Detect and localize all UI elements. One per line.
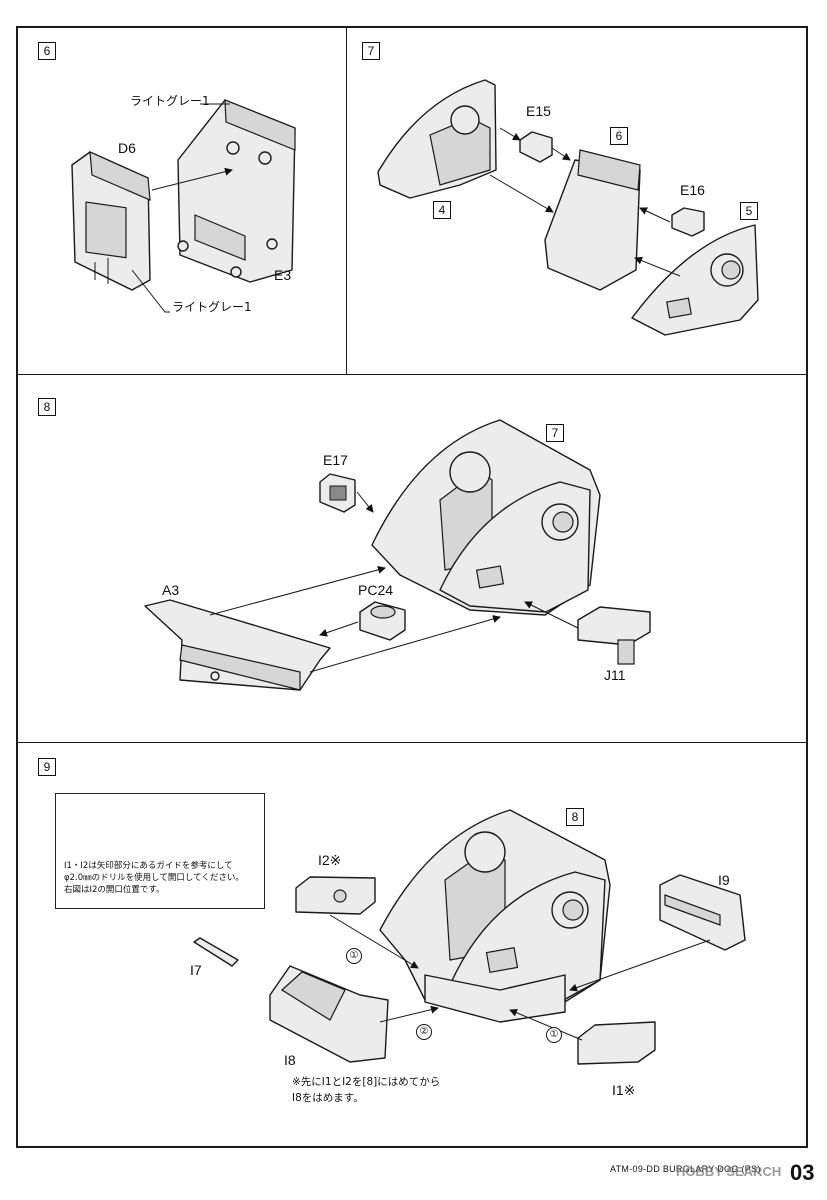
part-label-e3: E3 (274, 267, 292, 283)
model-name-footer: ATM-09-DD BURGLARY DOG (PS) (610, 1164, 761, 1174)
part-label-a3: A3 (162, 582, 180, 598)
divider-step-8-9 (16, 742, 808, 743)
part-e3-drawing (177, 99, 296, 283)
part-label-i7: I7 (190, 962, 202, 978)
part-label-e15: E15 (526, 103, 551, 119)
part-5-drawing (631, 224, 759, 336)
divider-step-6-7 (346, 26, 347, 374)
part-j11-drawing (577, 606, 651, 665)
part-label-i1: I1※ (612, 1082, 636, 1098)
watermark: HOBBY SEARCH (676, 1164, 782, 1179)
step-number-7: 7 (362, 42, 380, 60)
part-label-i8: I8 (284, 1052, 296, 1068)
part-a3-drawing (144, 599, 331, 691)
part-4-drawing (377, 79, 497, 199)
page-number: 03 (790, 1160, 815, 1185)
drill-note-text: I1・I2は矢印部分にあるガイドを参考にして φ2.0㎜のドリルを使用して開口し… (64, 861, 244, 895)
part-label-i9: I9 (718, 872, 730, 888)
part-i9-drawing (659, 874, 746, 951)
part-8-assembly-drawing (379, 809, 611, 1023)
page-frame (16, 26, 808, 1148)
ref-box-7: 7 (546, 424, 564, 442)
part-label-j11: J11 (604, 667, 626, 683)
part-label-e16: E16 (680, 182, 705, 198)
step-number-6: 6 (38, 42, 56, 60)
step-number-9: 9 (38, 758, 56, 776)
order-mark-2: ② (416, 1024, 432, 1040)
color-label-bottom: ライトグレー1 (172, 300, 252, 314)
part-label-e17: E17 (323, 452, 348, 468)
part-e16-drawing (671, 207, 705, 237)
part-d6-drawing (71, 151, 151, 291)
part-i8-drawing (269, 965, 389, 1063)
order-mark-1-right: ① (546, 1027, 562, 1043)
part-e17-drawing (319, 473, 356, 513)
drill-note-box: I1・I2は矢印部分にあるガイドを参考にして φ2.0㎜のドリルを使用して開口し… (55, 793, 265, 909)
ref-box-4: 4 (433, 201, 451, 219)
step-number-8: 8 (38, 398, 56, 416)
order-mark-1-left: ① (346, 948, 362, 964)
part-label-pc24: PC24 (358, 582, 394, 598)
part-7-assembly-drawing (371, 419, 601, 616)
part-e15-drawing (519, 131, 553, 163)
part-i2-drawing (295, 876, 376, 915)
ref-box-6: 6 (610, 127, 628, 145)
part-label-d6: D6 (118, 140, 136, 156)
ref-box-5: 5 (740, 202, 758, 220)
part-6-assembly-drawing (544, 149, 641, 291)
color-label-top: ライトグレー1 (130, 94, 210, 108)
part-i7-drawing (193, 937, 239, 967)
ref-box-8: 8 (566, 808, 584, 826)
divider-step-7-8 (16, 374, 808, 375)
part-label-i2: I2※ (318, 852, 342, 868)
part-i1-drawing (577, 1021, 656, 1065)
part-pc24-drawing (359, 601, 406, 641)
assembly-footnote: ※先にI1とI2を[8]にはめてから I8をはめます。 (292, 1076, 441, 1104)
